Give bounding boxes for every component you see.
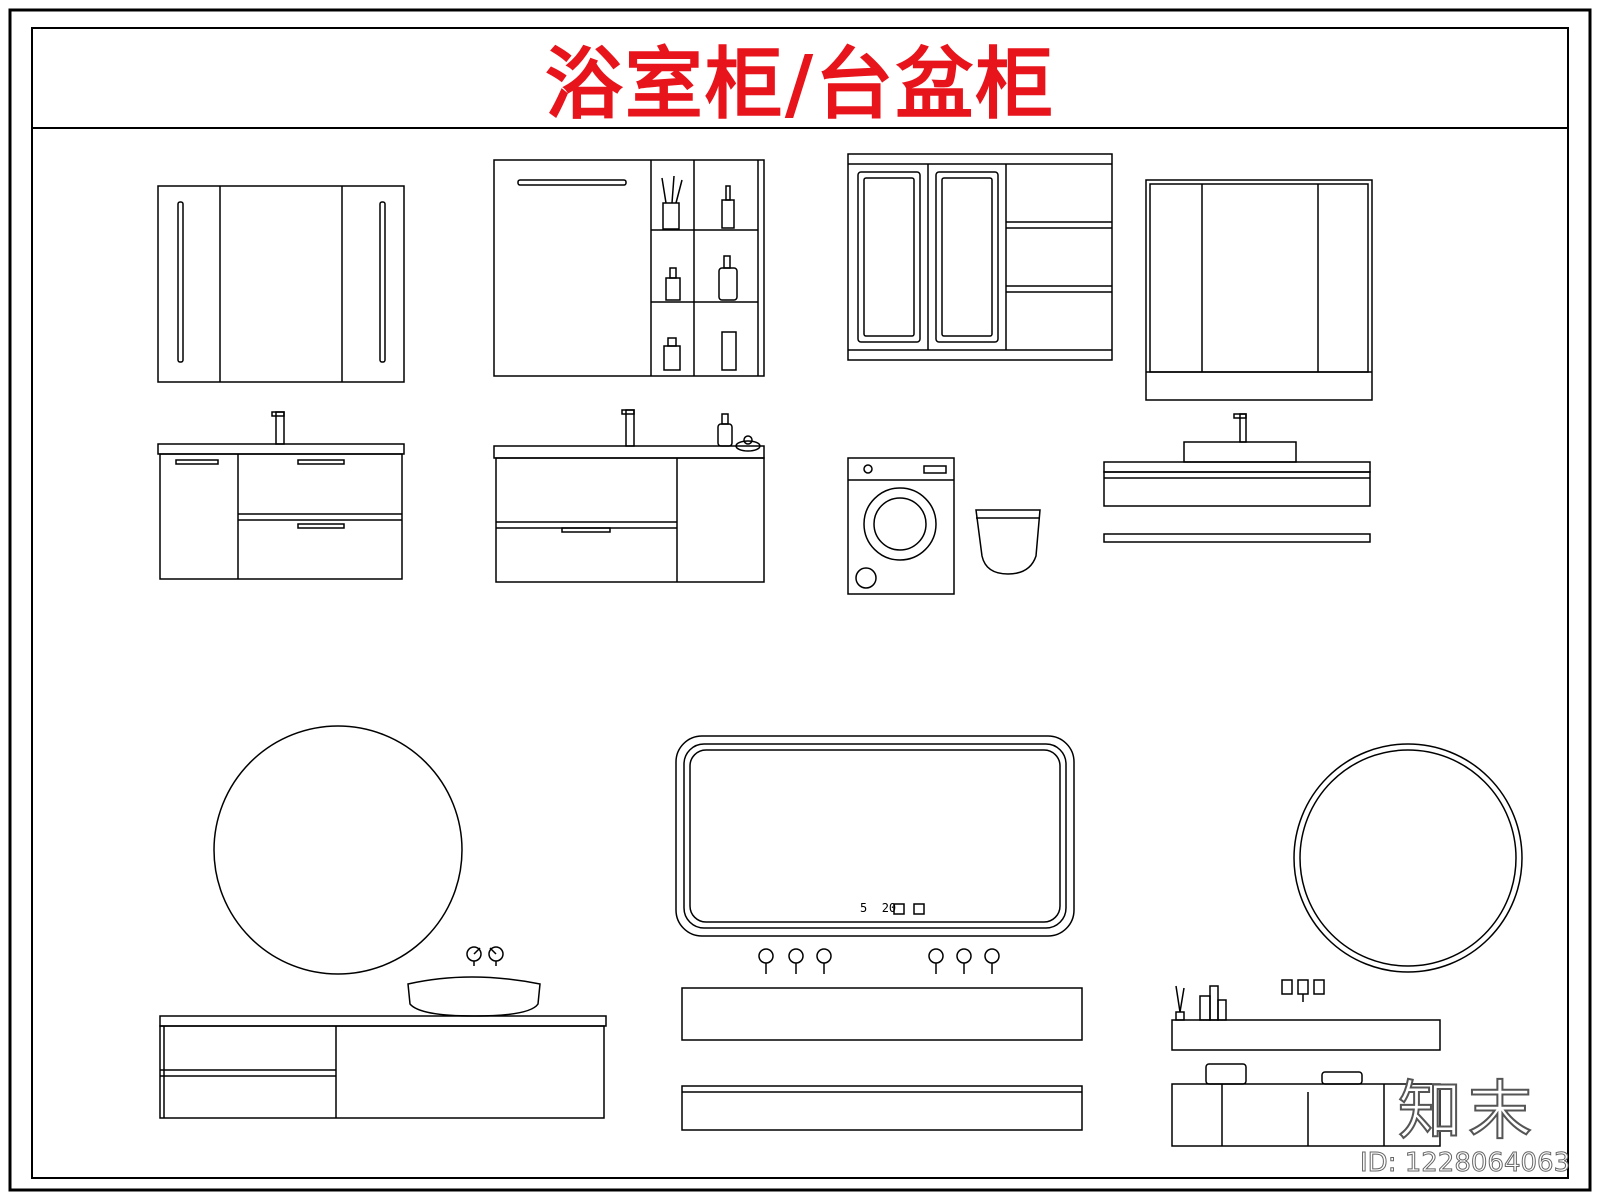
mirror-cabinet-2: [493, 159, 765, 377]
id-label: ID: 1228064063: [1359, 1148, 1571, 1179]
vanity-5: [159, 976, 607, 1119]
inner-frame: [31, 27, 1569, 1179]
mirror-display-right: 20: [881, 901, 897, 915]
vanity-1: [157, 411, 405, 580]
washing-machine: [847, 457, 955, 595]
wall-faucets-1: [466, 946, 504, 966]
led-mirror: [675, 735, 1075, 937]
brand-logo: 知末: [1397, 1074, 1538, 1150]
wall-faucets-2: [758, 948, 1000, 974]
vanity-6: [681, 987, 1083, 1131]
round-mirror-2: [1293, 743, 1523, 973]
mirror-display-left: 5: [860, 901, 868, 915]
waste-bin: [975, 509, 1041, 575]
mirror-cabinet-3: [847, 153, 1113, 361]
round-mirror-1: [213, 725, 463, 975]
sheet-title: 浴室柜/台盆柜: [544, 39, 1056, 130]
vanity-4: [1103, 413, 1371, 543]
mirror-cabinet-4: [1145, 179, 1373, 401]
mirror-cabinet-1: [157, 185, 405, 383]
vanity-2: [493, 409, 765, 583]
outer-frame: [8, 8, 1592, 1192]
vanity-7: [1171, 979, 1441, 1147]
mirror-display-readout: 5 20: [860, 901, 896, 915]
